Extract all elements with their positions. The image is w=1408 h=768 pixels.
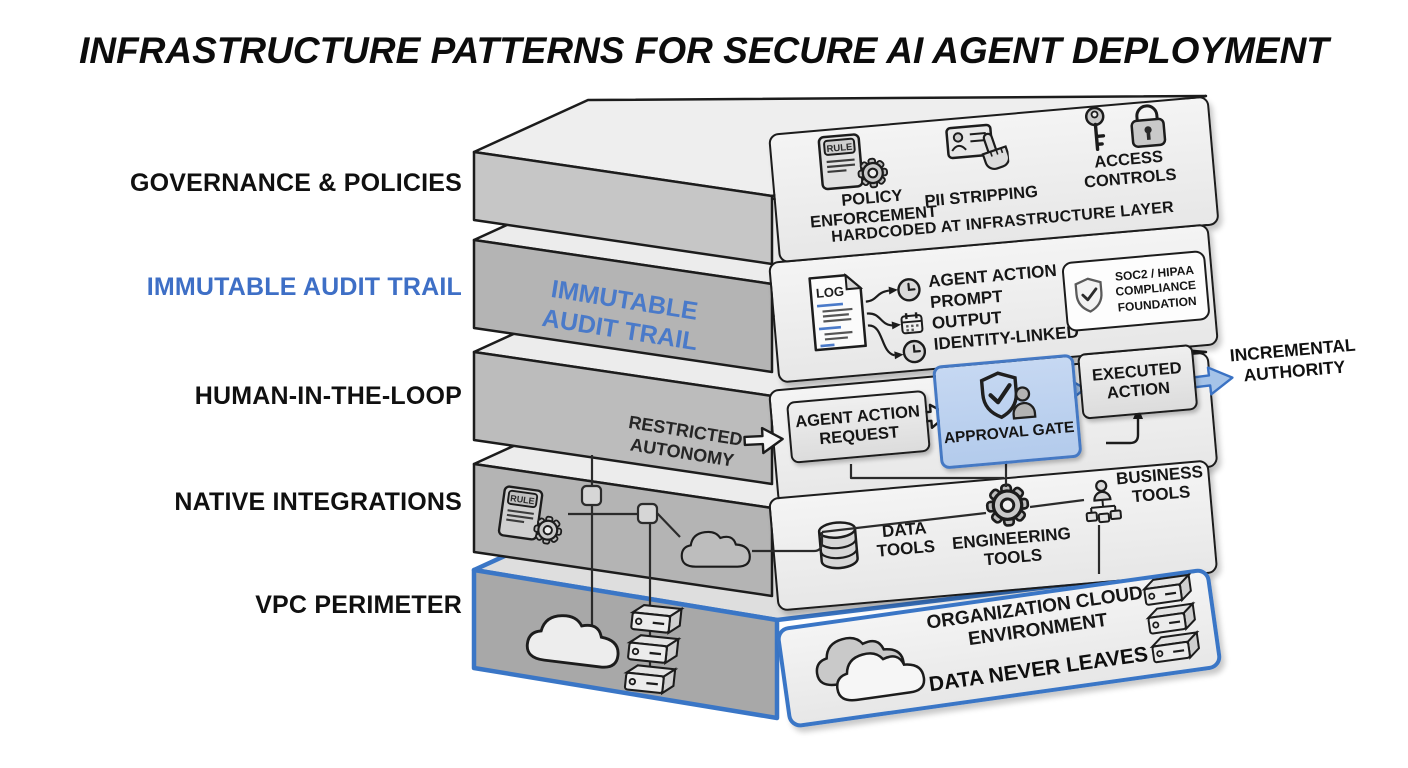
label-audit-trail: IMMUTABLE AUDIT TRAIL (146, 273, 462, 301)
compliance-badge: SOC2 / HIPAA COMPLIANCE FOUNDATION (1061, 249, 1211, 333)
engineering-tools-label: ENGINEERING TOOLS (951, 523, 1072, 570)
audit-panel: LOG (768, 223, 1219, 384)
agent-action-request-box: AGENT ACTION REQUEST (786, 389, 931, 464)
compliance-badge-text: SOC2 / HIPAA COMPLIANCE FOUNDATION (1114, 262, 1198, 315)
log-fanout-arrows (865, 286, 904, 360)
page-title: INFRASTRUCTURE PATTERNS FOR SECURE AI AG… (79, 30, 1329, 71)
access-controls-icon (1084, 104, 1167, 152)
vpc-server-stack-icon (623, 602, 683, 696)
database-icon (817, 521, 859, 570)
label-native-integrations: NATIVE INTEGRATIONS (174, 488, 462, 516)
clock-icon (896, 277, 922, 303)
cloud-environment-icon (811, 629, 927, 704)
access-controls-label: ACCESS CONTROLS (1083, 147, 1178, 192)
business-orgchart-icon (1085, 479, 1122, 524)
native-rule-icon: RULE (497, 485, 565, 547)
svg-text:RULE: RULE (826, 142, 853, 155)
shield-check-icon (1074, 276, 1105, 314)
engineering-gear-icon (983, 481, 1032, 529)
executed-action-box: EXECUTED ACTION (1077, 343, 1199, 420)
clock-icon (901, 339, 927, 365)
label-vpc-perimeter: VPC PERIMETER (255, 591, 462, 619)
approval-gate-label: APPROVAL GATE (943, 418, 1076, 448)
calendar-icon (900, 312, 924, 335)
log-document-icon: LOG (808, 272, 867, 352)
vpc-cloud-icon (524, 610, 624, 671)
pii-stripping-icon (945, 123, 1011, 170)
policy-rule-icon: RULE (817, 133, 890, 191)
svg-text:RULE: RULE (510, 493, 536, 506)
governance-panel: RULE POLICY ENFORCEMENT PII STRIPPING (768, 95, 1220, 264)
svg-text:LOG: LOG (815, 284, 844, 301)
native-panel: DATA TOOLS ENGINEERING TOOLS BUSINESS TO… (768, 459, 1219, 612)
label-governance: GOVERNANCE & POLICIES (129, 169, 462, 197)
label-human-in-the-loop: HUMAN-IN-THE-LOOP (194, 382, 462, 410)
approval-shield-person-icon (979, 370, 1037, 421)
data-tools-label: DATA TOOLS (876, 518, 936, 562)
business-tools-label: BUSINESS TOOLS (1115, 462, 1204, 507)
approval-gate-box: APPROVAL GATE (932, 353, 1083, 470)
